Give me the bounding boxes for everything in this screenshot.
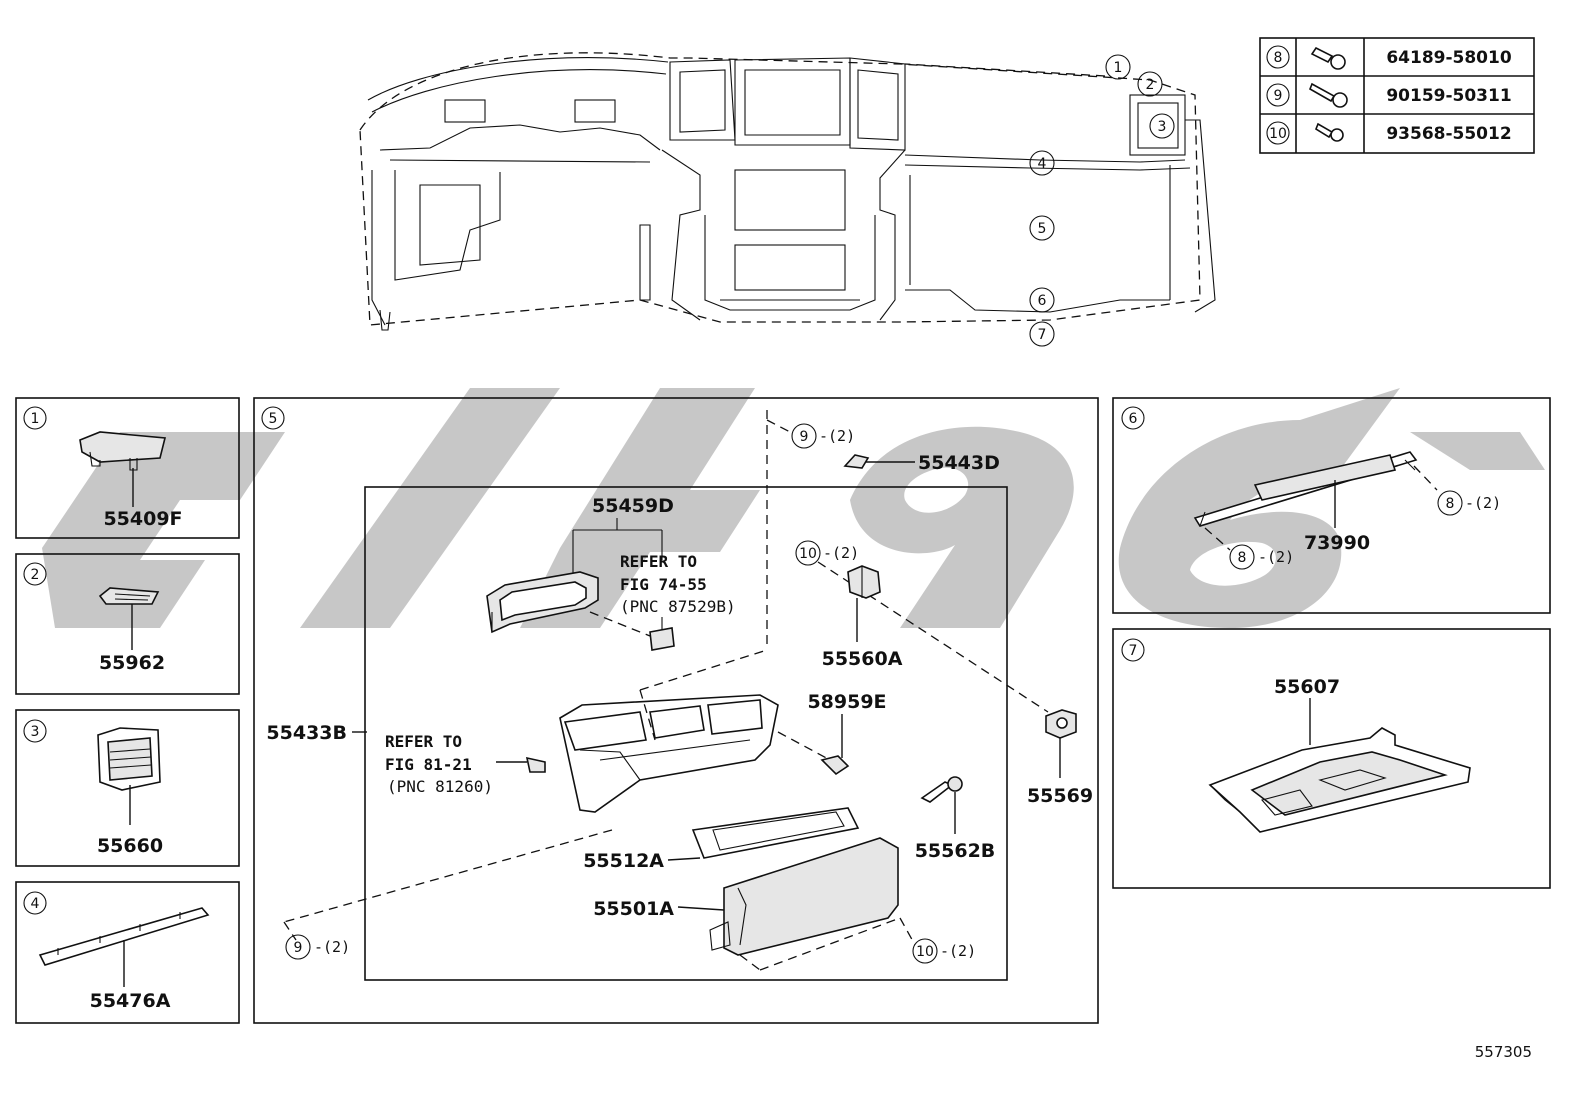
glove-box-door-frame-part bbox=[691, 807, 860, 859]
callout-4: 4 bbox=[1038, 156, 1047, 172]
glove-box-housing-part bbox=[559, 694, 779, 813]
clip-part-55443D bbox=[843, 454, 870, 469]
svg-text:FIG 81-21: FIG 81-21 bbox=[385, 755, 472, 774]
refer-fig-81-21: REFER TO bbox=[385, 732, 462, 751]
svg-text:6: 6 bbox=[1129, 411, 1138, 427]
panel-7: 7 55607 bbox=[1112, 628, 1551, 889]
part-label-55962: 55962 bbox=[99, 652, 165, 674]
bolt-washer-icon bbox=[1310, 46, 1346, 70]
callout-10-upper: 10 bbox=[799, 546, 817, 562]
panel-4: 4 55476A bbox=[15, 881, 240, 1024]
callout-8-right: 8 bbox=[1446, 496, 1455, 512]
callout-9-top: 9 bbox=[800, 429, 809, 445]
part-label-73990: 73990 bbox=[1304, 532, 1370, 554]
svg-text:-(2): -(2) bbox=[819, 427, 855, 445]
screw-washer-icon bbox=[1308, 82, 1348, 108]
reinforcement-bar-part bbox=[1193, 451, 1418, 527]
table-ref-9: 9 bbox=[1274, 88, 1283, 104]
table-ref-8: 8 bbox=[1274, 50, 1283, 66]
callout-8-left: 8 bbox=[1238, 550, 1247, 566]
diagram-id: 557305 bbox=[1475, 1043, 1532, 1061]
bracket-part-55569 bbox=[1045, 709, 1077, 739]
svg-text:-(2): -(2) bbox=[314, 938, 350, 956]
part-label-55409F: 55409F bbox=[103, 508, 182, 530]
part-label-58959E: 58959E bbox=[807, 691, 886, 713]
svg-text:FIG 74-55: FIG 74-55 bbox=[620, 575, 707, 594]
callout-7: 7 bbox=[1038, 327, 1047, 343]
under-cover-part bbox=[1208, 727, 1471, 833]
callout-5: 5 bbox=[1038, 221, 1047, 237]
svg-text:-(2): -(2) bbox=[823, 544, 859, 562]
refer-fig-74-55: REFER TO bbox=[620, 552, 697, 571]
watermark-logo bbox=[42, 388, 1545, 628]
callout-2: 2 bbox=[1146, 77, 1155, 93]
speaker-grille-cover-part bbox=[79, 431, 167, 471]
svg-text:(PNC 81260): (PNC 81260) bbox=[387, 777, 493, 796]
lamp-bulb-part bbox=[820, 755, 850, 776]
panel-3: 3 55660 bbox=[15, 709, 240, 867]
panel-1: 1 55409F bbox=[15, 397, 240, 539]
table-part-10: 93568-55012 bbox=[1386, 124, 1511, 144]
part-label-55560A: 55560A bbox=[822, 648, 903, 670]
part-label-55433B: 55433B bbox=[266, 722, 347, 744]
damper-part-55562B bbox=[920, 776, 963, 803]
table-part-9: 90159-50311 bbox=[1386, 86, 1511, 106]
svg-text:(PNC 87529B): (PNC 87529B) bbox=[620, 597, 736, 616]
svg-text:1: 1 bbox=[31, 411, 40, 427]
screw-icon bbox=[1315, 122, 1344, 142]
fastener-table: 8 64189-58010 9 90159-50311 10 93568-550… bbox=[1259, 37, 1535, 154]
svg-text:3: 3 bbox=[31, 724, 40, 740]
glove-box-lamp-frame-part bbox=[486, 571, 599, 634]
part-label-55607: 55607 bbox=[1274, 676, 1340, 698]
part-label-55443D: 55443D bbox=[918, 452, 1000, 474]
latch-part-55560A bbox=[847, 565, 881, 599]
panel-2: 2 55962 bbox=[15, 553, 240, 695]
svg-text:4: 4 bbox=[31, 896, 40, 912]
table-part-8: 64189-58010 bbox=[1386, 48, 1512, 68]
garnish-strip-part bbox=[38, 907, 210, 966]
svg-text:7: 7 bbox=[1129, 643, 1138, 659]
svg-text:-(2): -(2) bbox=[1465, 494, 1501, 512]
svg-text:2: 2 bbox=[31, 567, 40, 583]
table-ref-10: 10 bbox=[1269, 126, 1287, 142]
panel-6: 6 73990 8 -(2) 8 -(2) bbox=[1112, 397, 1551, 614]
part-label-55660: 55660 bbox=[97, 835, 163, 857]
part-label-55501A: 55501A bbox=[593, 898, 674, 920]
svg-text:5: 5 bbox=[269, 411, 278, 427]
part-label-55476A: 55476A bbox=[90, 990, 171, 1012]
part-label-55562B: 55562B bbox=[915, 840, 996, 862]
air-register-part bbox=[97, 727, 161, 791]
vent-grille-part bbox=[98, 587, 160, 605]
callout-1: 1 bbox=[1114, 60, 1123, 76]
overview-callouts: 1 2 3 4 5 6 7 bbox=[904, 54, 1175, 347]
callout-10-bottom: 10 bbox=[916, 944, 934, 960]
svg-text:-(2): -(2) bbox=[940, 942, 976, 960]
part-label-55512A: 55512A bbox=[583, 850, 664, 872]
part-label-55569: 55569 bbox=[1027, 785, 1093, 807]
callout-6: 6 bbox=[1038, 293, 1047, 309]
callout-9-bottom: 9 bbox=[294, 940, 303, 956]
glove-box-door-part bbox=[709, 837, 899, 956]
part-label-55459D: 55459D bbox=[592, 495, 674, 517]
callout-3: 3 bbox=[1158, 119, 1167, 135]
instrument-panel-overview bbox=[359, 52, 1216, 331]
svg-text:-(2): -(2) bbox=[1258, 548, 1294, 566]
panel-5: 5 9 -(2) 55443D 55459D REFER TO FIG 74-5… bbox=[253, 397, 1099, 1024]
